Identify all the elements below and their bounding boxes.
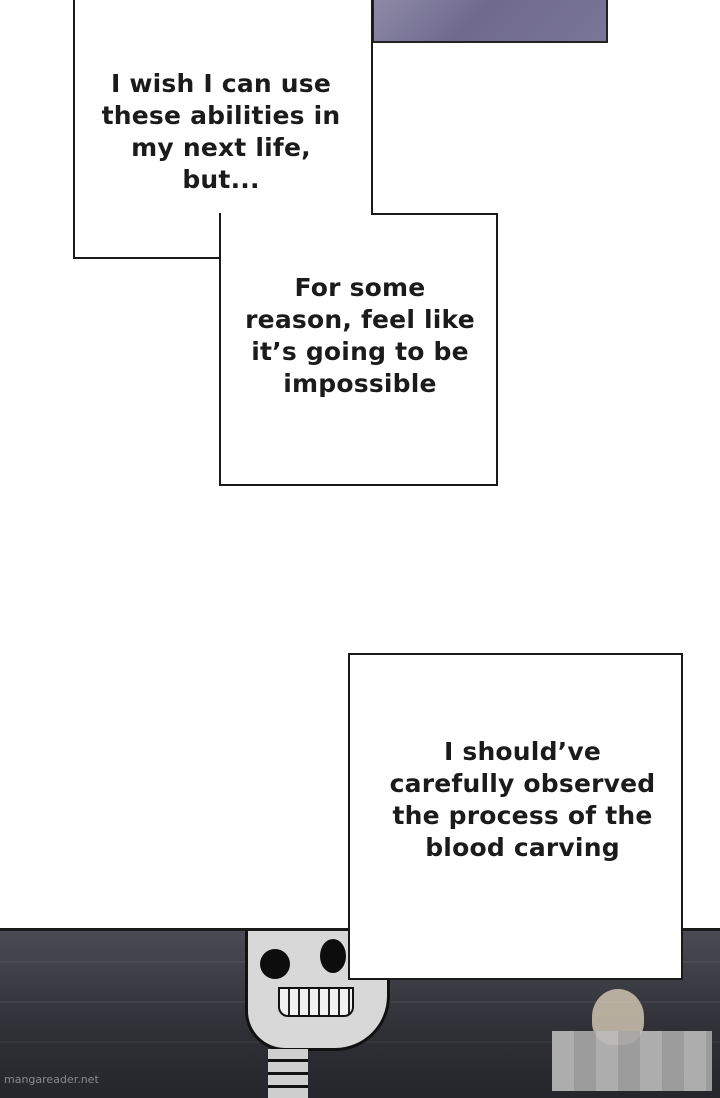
- top-image-panel: [372, 0, 608, 43]
- caption-box-merge: [221, 212, 371, 260]
- caption-text-2: For some reason, feel like it’s going to…: [245, 273, 475, 398]
- caption-text-3: I should’ve carefully observed the proce…: [389, 737, 656, 862]
- watermark-text: mangareader.net: [4, 1073, 99, 1086]
- skull-eye-right: [320, 939, 346, 973]
- caption-text-1: I wish I can use these abilities in my n…: [101, 69, 341, 194]
- pixelated-area: [552, 1031, 712, 1091]
- skull-teeth: [278, 987, 354, 1017]
- skeleton-neck: [268, 1049, 308, 1098]
- caption-box-3: [348, 653, 683, 980]
- bottom-illustration-panel: mangareader.net: [0, 928, 720, 1098]
- skull-eye-left: [260, 949, 290, 979]
